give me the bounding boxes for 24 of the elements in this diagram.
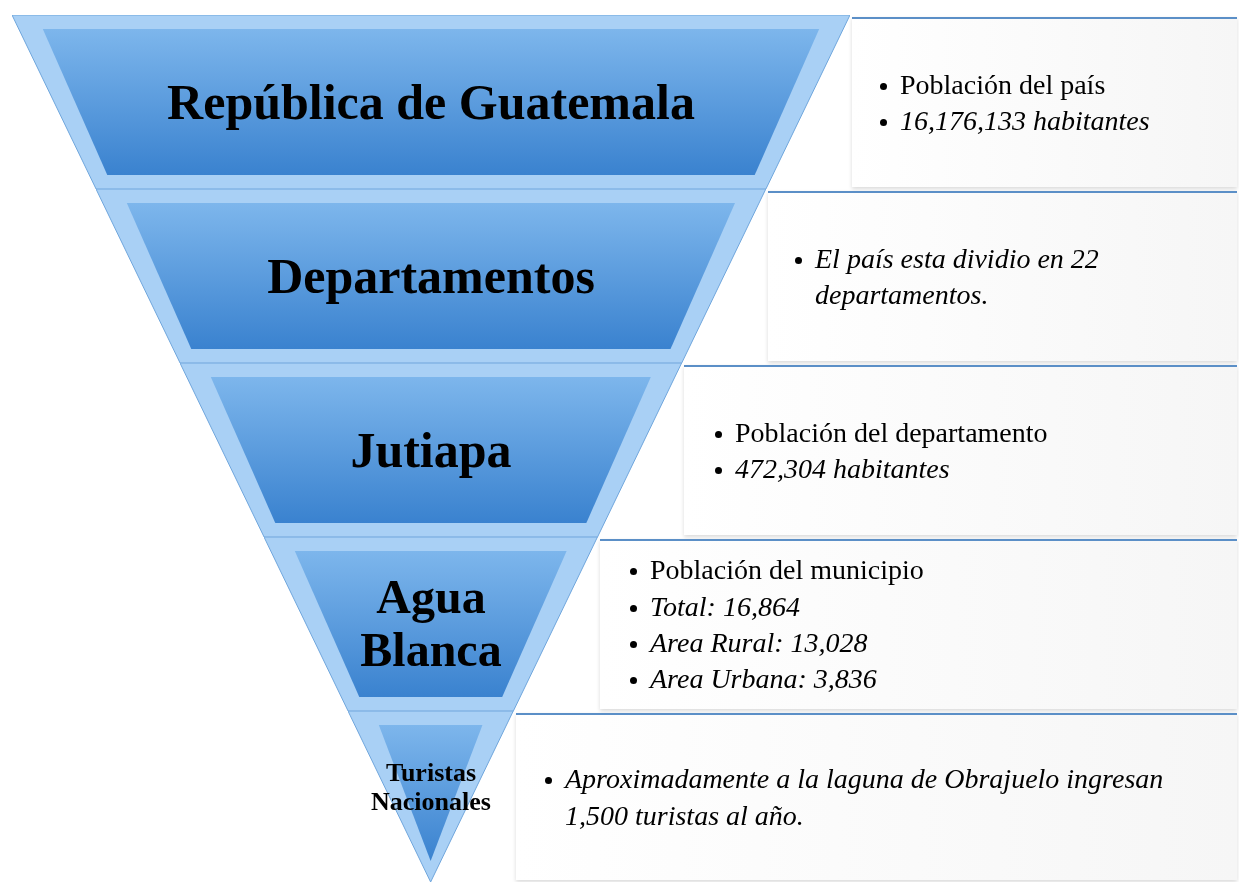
segment-title: Agua Blanca [359, 571, 503, 677]
bullet-text: Area Rural: 13,028 [650, 627, 868, 658]
segment-title: República de Guatemala [166, 74, 696, 130]
bullet-text: Aproximadamente a la laguna de Obrajuelo ingresan 1,500 turistas al año. [565, 763, 1164, 831]
funnel-segment [12, 15, 850, 189]
funnel-segment [96, 189, 766, 363]
info-panel [600, 539, 1237, 709]
info-panel [768, 191, 1237, 361]
bullet-text: 472,304 habitantes [735, 453, 950, 484]
segment-title: Turistas Nacionales [370, 759, 492, 817]
segment-title: Departamentos [266, 248, 596, 304]
segment-title: Jutiapa [349, 422, 513, 478]
info-panel [516, 713, 1237, 880]
info-panel [684, 365, 1237, 535]
funnel-segment [348, 711, 514, 882]
bullet-text: El país esta dividio en 22 departamentos. [815, 242, 1099, 310]
info-panel [852, 17, 1237, 187]
bullet-text: 16,176,133 habitantes [900, 105, 1150, 136]
funnel-segment [180, 363, 682, 537]
bullet-text: Población del municipio [650, 554, 924, 586]
bullet-text: Total: 16,864 [650, 590, 800, 622]
bullet-text: Población del departamento [735, 416, 1048, 448]
bullet-text: Población del país [900, 68, 1106, 100]
bullet-text: Area Urbana: 3,836 [650, 663, 877, 695]
